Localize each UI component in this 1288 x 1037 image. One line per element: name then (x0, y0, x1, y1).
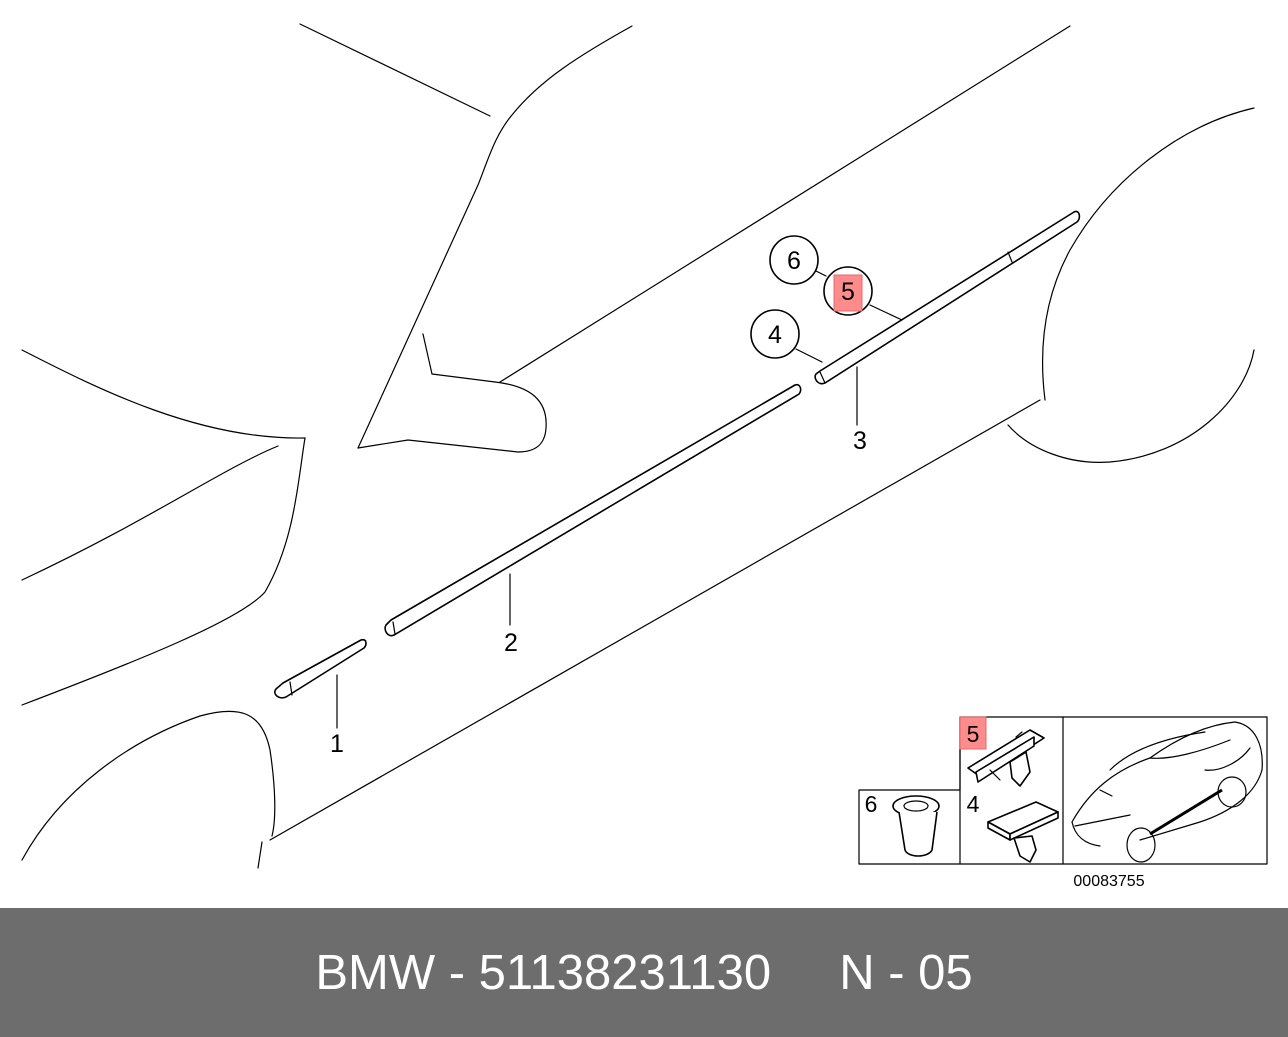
highlight-box (833, 274, 863, 312)
callout-label: 5 (841, 278, 855, 306)
clip-5-icon (967, 729, 1045, 787)
callout-circle (769, 235, 819, 285)
callout-label: 4 (768, 321, 782, 349)
grommet-6-icon (892, 795, 940, 857)
footer-bar: BMW - 51138231130 N - 05 (0, 908, 1288, 1037)
callout-1[interactable]: 1 (330, 730, 344, 758)
callout-label: 3 (853, 427, 867, 455)
callout-5[interactable]: 5 (823, 266, 873, 316)
callout-label: 6 (787, 247, 801, 275)
callout-2[interactable]: 2 (504, 629, 518, 657)
highlight-box (959, 716, 987, 750)
thumb-clip-4[interactable]: 4 (967, 791, 1059, 863)
thumb-grommet-6[interactable]: 6 (865, 791, 940, 857)
trim-strip-2 (384, 383, 802, 637)
callout-label: 1 (330, 730, 344, 758)
thumb-label: 6 (865, 791, 878, 817)
callout-4[interactable]: 4 (750, 309, 800, 359)
part-number-caption: BMW - 51138231130 N - 05 (315, 945, 973, 1000)
thumb-label: 5 (967, 721, 980, 747)
trim-strip-3 (814, 210, 1081, 385)
thumb-label: 4 (967, 791, 980, 817)
callout-6[interactable]: 6 (769, 235, 819, 285)
thumb-car[interactable] (1071, 721, 1263, 863)
callout-circle (750, 309, 800, 359)
diagram-code: 00083755 (1073, 873, 1144, 890)
callout-label: 2 (504, 629, 518, 657)
car-body-outline (21, 23, 1255, 869)
callout-3[interactable]: 3 (853, 427, 867, 455)
parts-diagram: 1 2 3 4 5 6 5 6 (21, 23, 1268, 890)
car-icon (1071, 721, 1263, 863)
clip-4-icon (987, 801, 1059, 863)
trim-strip-1 (274, 638, 367, 699)
leader-lines (336, 269, 903, 729)
thumb-clip-5[interactable]: 5 (959, 716, 1045, 787)
